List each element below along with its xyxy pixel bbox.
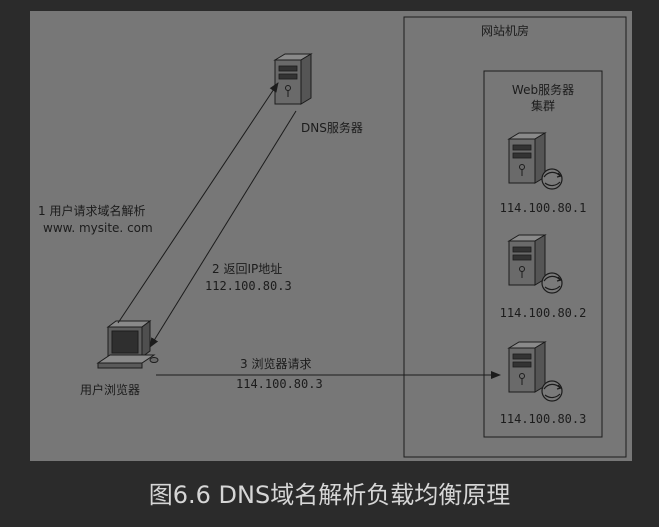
- datacenter-label: 网站机房: [481, 24, 530, 38]
- arrow-return-ip: [149, 110, 297, 348]
- web-server-1-globe-icon: [541, 168, 563, 190]
- web-server-3-icon: [508, 341, 546, 393]
- dns-load-balancing-diagram: 网站机房 Web服务器 集群 DNS服务器 1 用户请求域名解析 www. my…: [30, 11, 632, 461]
- dns-server-icon: [274, 53, 312, 105]
- arrow-request-dns: [117, 82, 279, 324]
- server-ip-3: 114.100.80.3: [499, 412, 587, 426]
- cluster-label-line2: 集群: [530, 99, 555, 113]
- step3-label: 3 浏览器请求: [240, 357, 312, 371]
- computer-icon: [96, 320, 159, 369]
- step1-domain: www. mysite. com: [43, 221, 153, 235]
- step2-ip: 112.100.80.3: [205, 279, 292, 293]
- figure-caption: 图6.6 DNS域名解析负载均衡原理: [148, 481, 511, 509]
- step2-label: 2 返回IP地址: [212, 262, 283, 276]
- web-cluster-box: [483, 70, 603, 438]
- web-server-1-icon: [508, 132, 546, 184]
- browser-label: 用户浏览器: [80, 383, 141, 397]
- web-server-2-globe-icon: [541, 272, 563, 294]
- dns-server-label: DNS服务器: [301, 121, 363, 135]
- web-server-3-globe-icon: [541, 380, 563, 402]
- step1-label: 1 用户请求域名解析: [38, 204, 146, 218]
- step3-ip: 114.100.80.3: [236, 377, 323, 391]
- cluster-label-line1: Web服务器: [511, 83, 575, 97]
- web-server-2-icon: [508, 234, 546, 286]
- datacenter-box: [403, 16, 627, 458]
- server-ip-2: 114.100.80.2: [499, 306, 587, 320]
- diagram-canvas: [96, 16, 627, 458]
- server-ip-1: 114.100.80.1: [499, 201, 587, 215]
